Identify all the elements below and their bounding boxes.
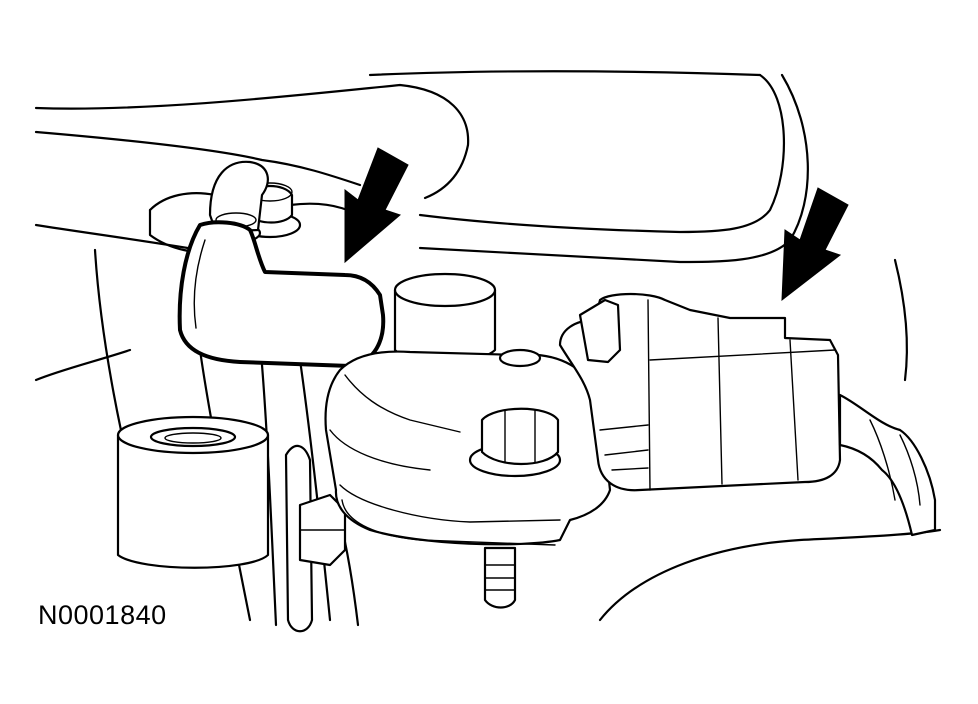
top-stud <box>498 348 542 368</box>
sensor-link-arm <box>177 220 386 368</box>
figure-code-label: N0001840 <box>38 600 167 630</box>
arrow-indicator-connector <box>781 187 849 302</box>
sensor-cap <box>393 272 497 363</box>
arrow-indicator-link <box>344 147 409 264</box>
mounting-plate <box>284 444 347 633</box>
wiring-harness <box>838 393 937 537</box>
bushing <box>116 415 270 569</box>
upper-bracket <box>34 83 470 253</box>
sensor-housing <box>324 350 612 546</box>
housing-bolt <box>468 407 562 478</box>
threaded-stud <box>483 546 517 609</box>
electrical-connector <box>558 292 842 492</box>
